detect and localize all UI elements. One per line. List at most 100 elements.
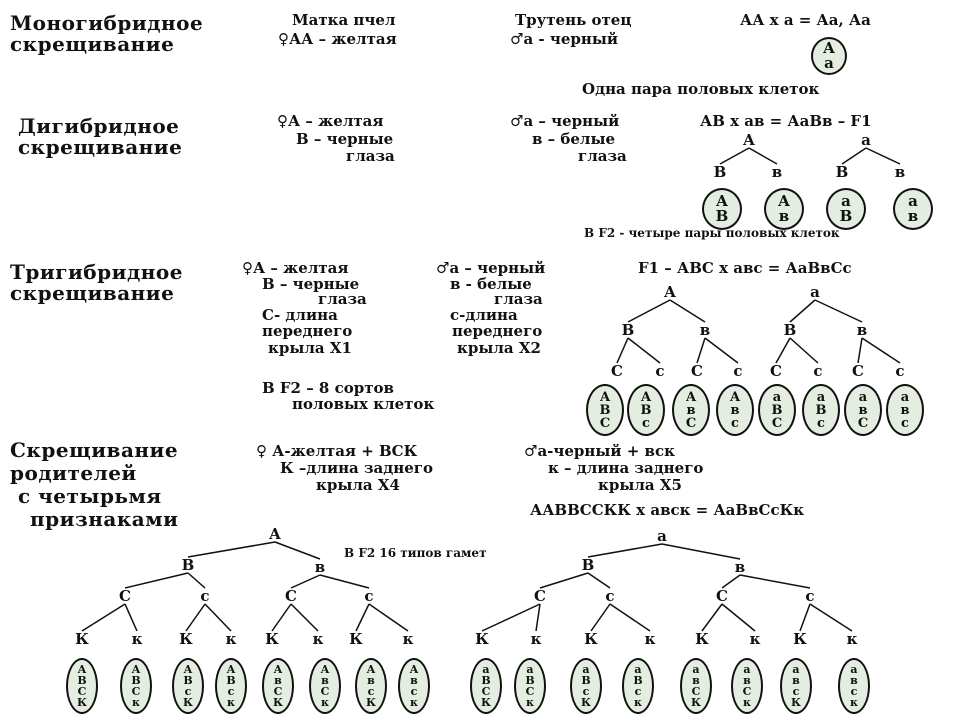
gamete-allele: а bbox=[824, 54, 834, 72]
gamete-allele: В bbox=[715, 207, 729, 225]
gamete-allele: с bbox=[817, 415, 825, 431]
section4-mother-line3: крыла Х4 bbox=[316, 476, 400, 494]
section3-branch bbox=[696, 337, 706, 364]
gamete-allele: С bbox=[273, 685, 283, 698]
section3-root-node: а bbox=[810, 283, 820, 301]
gamete-allele: А bbox=[822, 39, 836, 57]
gamete-allele: в bbox=[900, 402, 910, 418]
gamete-allele: А bbox=[777, 192, 791, 210]
gamete-allele: А bbox=[599, 389, 611, 405]
section4-branch bbox=[609, 603, 651, 632]
section3-note-line2: половых клеток bbox=[292, 395, 435, 413]
section4-k-node: К bbox=[584, 630, 598, 648]
gamete-allele: В bbox=[77, 674, 87, 687]
gamete-allele: а bbox=[792, 663, 800, 676]
section1-mother-line2: ♀АА – желтая bbox=[278, 30, 397, 48]
section4-branch bbox=[590, 603, 611, 632]
gamete-allele: С bbox=[481, 685, 491, 698]
section4-formula: ААВВССКК х авск = АаВвСсКк bbox=[530, 501, 805, 519]
section4-k-node: к bbox=[402, 630, 414, 648]
section2-father-line1: ♂а – черный bbox=[510, 112, 620, 130]
gamete-allele: А bbox=[366, 663, 376, 676]
gamete-allele: В bbox=[131, 674, 141, 687]
section1-father-line2: ♂а - черный bbox=[510, 30, 618, 48]
gamete-allele: а bbox=[692, 663, 700, 676]
gamete-allele: с bbox=[582, 685, 590, 698]
section2-mother-line2: В – черные bbox=[296, 130, 394, 148]
section3-leaf-node: с bbox=[733, 362, 743, 380]
section3-leaf-node: С bbox=[691, 362, 703, 380]
gamete-allele: в bbox=[321, 674, 329, 687]
gamete-allele: А bbox=[226, 663, 236, 676]
section2-mother-line1: ♀А – желтая bbox=[277, 112, 384, 130]
section4-k-node: К bbox=[75, 630, 89, 648]
section4-c-node: С bbox=[285, 587, 297, 605]
gamete-allele: к bbox=[410, 696, 418, 709]
section3-leaf-node: с bbox=[895, 362, 905, 380]
section3-mother-line1: ♀А – желтая bbox=[242, 259, 349, 277]
section2-branch bbox=[748, 147, 778, 165]
gamete-allele: с bbox=[227, 685, 235, 698]
section3-note-line1: В F2 – 8 сортов bbox=[262, 379, 394, 397]
gamete-allele: а bbox=[634, 663, 642, 676]
gamete-allele: К bbox=[365, 696, 376, 709]
gamete-allele: В bbox=[771, 402, 783, 418]
gamete-allele: С bbox=[320, 685, 330, 698]
gamete-allele: В bbox=[599, 402, 611, 418]
gamete-allele: с bbox=[792, 685, 800, 698]
gamete-allele: в bbox=[778, 207, 790, 225]
gamete-allele: К bbox=[690, 696, 701, 709]
section3-mother-line4: С- длина bbox=[262, 306, 338, 324]
section3-father-line6: крыла Х2 bbox=[457, 339, 541, 357]
section4-branch bbox=[187, 572, 206, 589]
gamete-allele: С bbox=[131, 685, 141, 698]
gamete-allele: в bbox=[692, 674, 700, 687]
section3-father-line2: в - белые bbox=[450, 275, 532, 293]
section2-title-line1: Дигибридное bbox=[18, 114, 180, 138]
gamete-allele: В bbox=[633, 674, 643, 687]
section2-branch bbox=[841, 147, 867, 165]
gamete-allele: С bbox=[857, 415, 869, 431]
section4-branch bbox=[701, 603, 723, 632]
section4-branch bbox=[539, 572, 589, 589]
section3-mother-line5: переднего bbox=[262, 322, 353, 340]
section4-k-node: К bbox=[179, 630, 193, 648]
section4-c-node: с bbox=[805, 587, 815, 605]
section3-leaf-node: С bbox=[611, 362, 623, 380]
gamete-allele: А bbox=[131, 663, 141, 676]
section2-branch bbox=[719, 147, 750, 165]
gamete-allele: к bbox=[132, 696, 140, 709]
gamete-allele: С bbox=[685, 415, 697, 431]
section4-right-root-node: а bbox=[657, 527, 667, 545]
gamete-allele: В bbox=[226, 674, 236, 687]
gamete-allele: в bbox=[730, 402, 740, 418]
gamete-allele: а bbox=[772, 389, 782, 405]
gamete-allele: а bbox=[482, 663, 490, 676]
gamete-allele: к bbox=[227, 696, 235, 709]
gamete-allele: С bbox=[77, 685, 87, 698]
gamete-allele: В bbox=[815, 402, 827, 418]
section3-father-line3: глаза bbox=[494, 290, 543, 308]
gamete-allele: В bbox=[581, 674, 591, 687]
section4-title-line1: Скрещивание bbox=[10, 438, 179, 462]
section4-c-node: с bbox=[364, 587, 374, 605]
section3-mid-node: В bbox=[783, 321, 797, 339]
section3-mid-node: В bbox=[621, 321, 635, 339]
section4-branch bbox=[124, 572, 189, 589]
section3-mid-node: в bbox=[699, 321, 711, 339]
section4-b-node: В bbox=[581, 556, 595, 574]
section4-branch bbox=[535, 603, 541, 632]
section3-formula: F1 – АВС х авс = АаВвСс bbox=[638, 259, 852, 277]
